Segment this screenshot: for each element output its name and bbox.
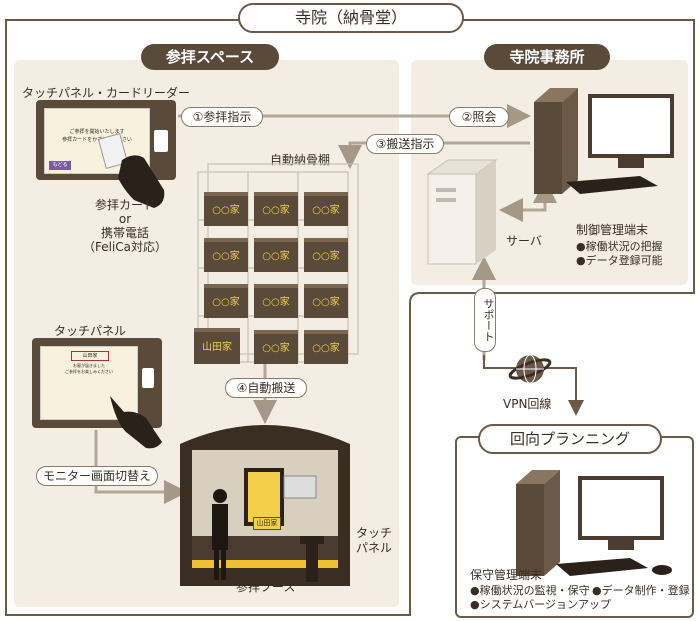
- shelf-box: ○○家: [204, 192, 248, 226]
- touch-panel-label: タッチパネル: [54, 324, 127, 338]
- hand-card-icon: [97, 133, 165, 208]
- panel-screen-line1: お墓が届きました: [73, 363, 105, 368]
- worship-booth: [180, 425, 350, 586]
- shelf-box: ○○家: [304, 330, 348, 364]
- screen-back-button[interactable]: もどる: [49, 161, 71, 170]
- screen-text-2: 参拝カードをかざしてください: [62, 137, 132, 143]
- hand-touch-icon: [110, 396, 162, 449]
- server-icon: [426, 159, 498, 265]
- panel-screen-line2: ご参拝をお楽しみください: [65, 369, 113, 374]
- control-terminal-icon: [534, 88, 674, 194]
- planning-label: 回向プランニング: [478, 424, 662, 454]
- kiosk-screen: ご参拝を開始いたします 参拝カードをかざしてください もどる: [44, 108, 150, 174]
- monitor-switch-label: モニター画面切替え: [36, 466, 158, 486]
- planning-bullet-2: ●データ制作・登録: [592, 584, 690, 597]
- control-bullet-1: ●稼働状況の把握: [576, 240, 663, 253]
- step4-label: ④自動搬送: [225, 378, 307, 398]
- shelf-box: ○○家: [304, 284, 348, 318]
- booth-plaque: 山田家: [253, 517, 281, 530]
- shelf-box: ○○家: [254, 238, 298, 272]
- vpn-label: VPN回線: [503, 397, 552, 411]
- office-label: 寺院事務所: [484, 44, 610, 70]
- shelf-box-selected: 山田家: [194, 328, 240, 364]
- worship-space-label: 参拝スペース: [141, 44, 279, 70]
- booth-label: 参拝ブース: [236, 580, 296, 594]
- shelf-box: ○○家: [204, 238, 248, 272]
- shelf-box: ○○家: [204, 284, 248, 318]
- maintenance-terminal-icon: [516, 470, 672, 576]
- booth-touch-panel-label: タッチ パネル: [356, 526, 393, 555]
- temple-title: 寺院（納骨堂）: [238, 3, 464, 33]
- card-reader-slot: [154, 130, 168, 152]
- shelf-box: ○○家: [304, 192, 348, 226]
- touch-panel-screen: 山田家 お墓が届きました ご参拝をお楽しみください: [40, 346, 138, 420]
- globe-icon: [508, 354, 552, 384]
- control-terminal-label: 制御管理端末: [576, 223, 649, 237]
- step3-label: ③搬送指示: [366, 134, 444, 154]
- maintenance-terminal-label: 保守管理端末: [470, 568, 543, 582]
- step2-label: ②照会: [449, 107, 509, 127]
- shelf-box: ○○家: [254, 330, 298, 364]
- panel-reader-slot: [142, 368, 154, 388]
- touch-panel-kiosk: 山田家 お墓が届きました ご参拝をお楽しみください: [32, 338, 162, 428]
- planning-bullet-3: ●システムバージョンアップ: [470, 598, 612, 611]
- shelf-box: ○○家: [254, 284, 298, 318]
- step1-label: ①参拝指示: [181, 107, 263, 127]
- panel-screen-title: 山田家: [71, 351, 109, 361]
- screen-text-1: ご参拝を開始いたします: [69, 129, 125, 135]
- support-label: サポート: [474, 288, 496, 352]
- planning-bullet-1: ●稼働状況の監視・保守: [470, 584, 590, 597]
- touch-panel-card-reader-label: タッチパネル・カードリーダー: [22, 86, 191, 100]
- control-bullet-2: ●データ登録可能: [576, 254, 663, 267]
- shelf-box: ○○家: [254, 192, 298, 226]
- card-labels: 参拝カード or 携帯電話 （FeliCa対応）: [82, 198, 168, 254]
- server-label: サーバ: [506, 234, 542, 248]
- shelf-box: ○○家: [304, 238, 348, 272]
